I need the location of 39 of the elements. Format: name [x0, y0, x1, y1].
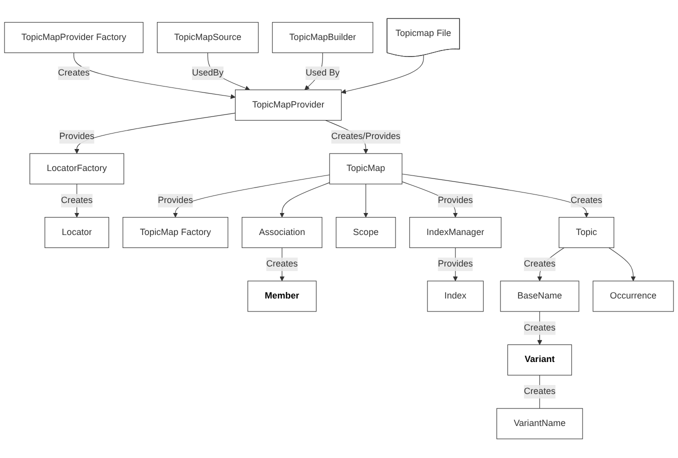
node-box: Variant [507, 344, 572, 376]
node-box: IndexManager [409, 217, 502, 248]
arrow [172, 174, 330, 218]
edge-label: Creates [524, 323, 556, 333]
node-box: TopicMapBuilder [272, 22, 374, 54]
arrow [608, 248, 636, 282]
node-box: Occurrence [592, 281, 674, 312]
node-box: Association [242, 217, 322, 248]
edge-label: Creates [58, 68, 90, 78]
node-box: TopicMap Factory [122, 217, 228, 248]
node-box: TopicMapSource [156, 22, 259, 54]
node-box: LocatorFactory [30, 154, 124, 185]
edge-label: Creates [524, 260, 556, 270]
arrow [74, 113, 236, 154]
edge-label: Provides [438, 196, 473, 206]
edge-label: Creates [266, 260, 298, 270]
arrow [341, 55, 424, 94]
node-box: Index [427, 281, 484, 312]
edge-label: Used By [306, 68, 340, 78]
arrow [363, 184, 368, 218]
node-box: Member [248, 281, 317, 312]
edge-label: Provides [59, 132, 94, 142]
edge-label: Creates [570, 196, 602, 206]
node-box: TopicMapProvider [234, 90, 342, 121]
node-box: VariantName [496, 408, 583, 440]
node-box: Locator [44, 217, 110, 248]
node-box: TopicMap [329, 154, 402, 185]
edge-label: Provides [438, 260, 473, 270]
node-box: Scope [336, 217, 396, 248]
edge-label: UsedBy [192, 68, 224, 78]
arrow [74, 52, 236, 100]
node-box: Topic [558, 217, 614, 248]
edge-label: Creates/Provides [331, 132, 400, 142]
arrow [280, 182, 330, 218]
node-box: TopicMapProvider Factory [4, 22, 144, 54]
node-box: BaseName [500, 281, 580, 312]
edge-label: Creates [524, 387, 556, 397]
edge-label: Provides [158, 196, 193, 206]
edge-label: Creates [61, 196, 93, 206]
